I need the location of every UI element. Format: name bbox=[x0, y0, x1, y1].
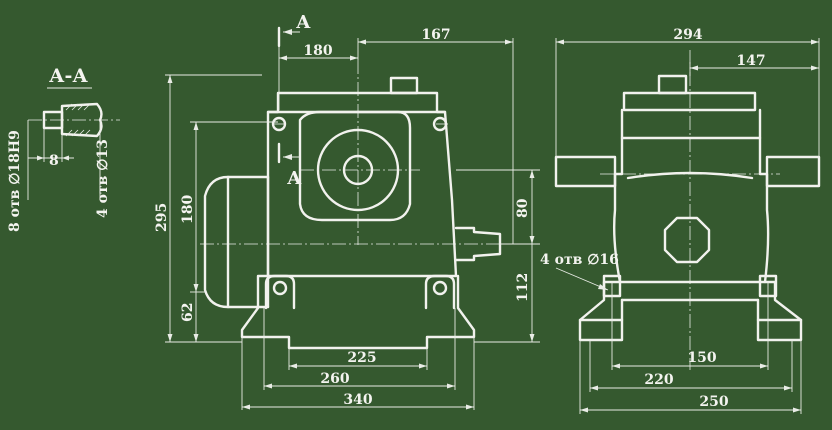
base-foot-left bbox=[264, 274, 296, 310]
side-output-shaft-end bbox=[663, 216, 711, 264]
section-title: А-А bbox=[49, 65, 88, 87]
breather-cap bbox=[389, 76, 419, 95]
side-housing-seam bbox=[626, 171, 754, 180]
section-a-a: А-А 8 8 отв ∅18Н9 4 отв ∅13 bbox=[7, 65, 120, 232]
dim-340: 340 bbox=[343, 392, 372, 408]
front-view: А А 180 167 295 bbox=[154, 12, 540, 410]
dim-180-left: 180 bbox=[180, 195, 196, 224]
cover-bolt-right bbox=[432, 116, 448, 132]
motor-body bbox=[203, 175, 270, 309]
dim-147: 147 bbox=[736, 53, 765, 69]
dim-180-top: 180 bbox=[303, 43, 332, 59]
dim-225: 225 bbox=[347, 350, 376, 366]
worm-wheel-bore bbox=[342, 154, 374, 186]
side-housing bbox=[613, 108, 770, 284]
side-holes-note: 4 отв ∅16 bbox=[540, 252, 619, 268]
dim-220: 220 bbox=[644, 372, 673, 388]
side-input-shaft-right bbox=[765, 155, 821, 188]
cut-mark-mid-label: А bbox=[287, 168, 302, 189]
dim-80: 80 bbox=[515, 198, 531, 218]
dim-150: 150 bbox=[687, 350, 716, 366]
side-view: 294 147 150 220 250 4 отв ∅16 bbox=[540, 27, 821, 414]
dim-167: 167 bbox=[421, 27, 450, 43]
side-top-cover bbox=[622, 91, 757, 112]
section-hole-4-note: 4 отв ∅13 bbox=[95, 139, 111, 218]
foot-bolt-right bbox=[432, 280, 448, 296]
base-foot-right bbox=[424, 274, 456, 310]
dim-294: 294 bbox=[673, 27, 702, 43]
section-depth-label: 8 bbox=[49, 153, 59, 169]
dim-112: 112 bbox=[515, 273, 531, 302]
side-input-shaft-left bbox=[554, 155, 617, 188]
foot-bolt-left bbox=[272, 280, 288, 296]
worm-wheel-flange bbox=[316, 128, 400, 212]
dim-295: 295 bbox=[154, 203, 170, 232]
cut-mark-top-label: А bbox=[296, 12, 311, 33]
cover-bolt-left bbox=[271, 116, 287, 132]
section-hole-8-note: 8 отв ∅18Н9 bbox=[7, 130, 23, 232]
housing-cover-plate bbox=[298, 110, 412, 222]
dim-62: 62 bbox=[180, 303, 196, 322]
dim-260: 260 bbox=[320, 371, 349, 387]
dim-250: 250 bbox=[699, 394, 728, 410]
